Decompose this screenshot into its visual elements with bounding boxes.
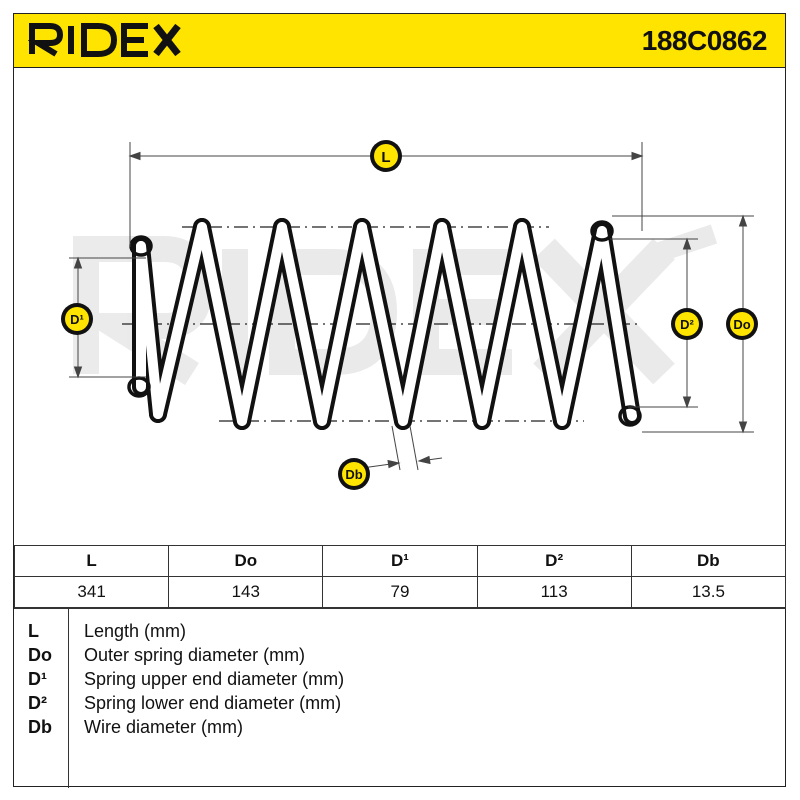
legend-divider [68, 609, 69, 788]
table-header-row: L Do D¹ D² Db [13, 545, 787, 577]
legend-symbol: L [28, 621, 39, 641]
table-header-cell: D² [476, 545, 632, 577]
part-number: 188C0862 [641, 25, 768, 56]
legend-symbol: D¹ [28, 669, 47, 689]
table-header-cell: Db [630, 545, 787, 577]
table-cell: 79 [322, 576, 478, 608]
table-cell: 13.5 [630, 576, 787, 608]
legend-description: Wire diameter (mm) [84, 717, 244, 737]
badge-D1: D¹ [61, 303, 93, 335]
spring-drawing: L D¹ D² Do Db [61, 140, 758, 490]
badge-Do: Do [726, 308, 758, 340]
svg-text:Db: Db [345, 467, 362, 482]
legend-description: Spring lower end diameter (mm) [84, 693, 342, 713]
svg-text:L: L [381, 149, 390, 166]
table-cell: 341 [13, 576, 170, 608]
header-bar: 188C0862 [14, 14, 785, 68]
table-cell: 113 [476, 576, 632, 608]
legend-description: Outer spring diameter (mm) [84, 645, 306, 665]
svg-text:Do: Do [733, 317, 750, 332]
badge-L: L [370, 140, 402, 172]
legend-symbol: Do [28, 645, 52, 665]
table-header-cell: D¹ [322, 545, 478, 577]
table-cell: 143 [168, 576, 324, 608]
badge-Db: Db [338, 458, 370, 490]
svg-text:D²: D² [680, 317, 694, 332]
dimension-D1 [69, 256, 146, 379]
spec-sheet: 188C0862 [13, 13, 787, 788]
legend-description: Length (mm) [84, 621, 187, 641]
spring-coils-inner [136, 222, 637, 426]
dimension-Db [361, 425, 443, 471]
table-header-cell: L [13, 545, 170, 577]
legend-symbol: Db [28, 717, 52, 737]
specs-table: L Do D¹ D² Db 341 143 79 113 13.5 [13, 545, 787, 608]
legend-description: Spring upper end diameter (mm) [84, 669, 345, 689]
legend: L Length (mm) Do Outer spring diameter (… [14, 608, 786, 788]
badge-D2: D² [671, 308, 703, 340]
table-header-cell: Do [168, 545, 324, 577]
ridex-logo [28, 23, 181, 57]
table-row: 341 143 79 113 13.5 [13, 576, 787, 608]
svg-text:D¹: D¹ [70, 312, 84, 327]
legend-symbol: D² [28, 693, 47, 713]
